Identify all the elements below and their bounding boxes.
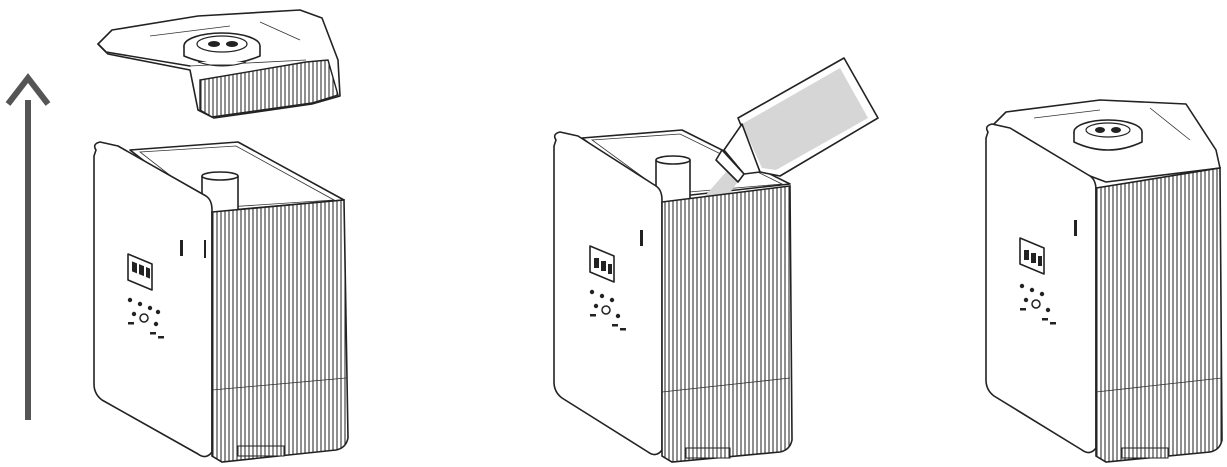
up-arrow-icon bbox=[8, 78, 48, 420]
step-2-pour-water bbox=[554, 58, 878, 462]
cap-icon bbox=[1074, 120, 1142, 150]
step-1-remove-cover bbox=[8, 10, 348, 462]
humidifier-assembled bbox=[986, 100, 1222, 462]
bottle-icon bbox=[716, 58, 878, 182]
humidifier-open bbox=[554, 130, 792, 462]
humidifier-base bbox=[94, 142, 348, 462]
top-cover bbox=[98, 10, 340, 118]
step-3-cover-on bbox=[986, 100, 1222, 462]
